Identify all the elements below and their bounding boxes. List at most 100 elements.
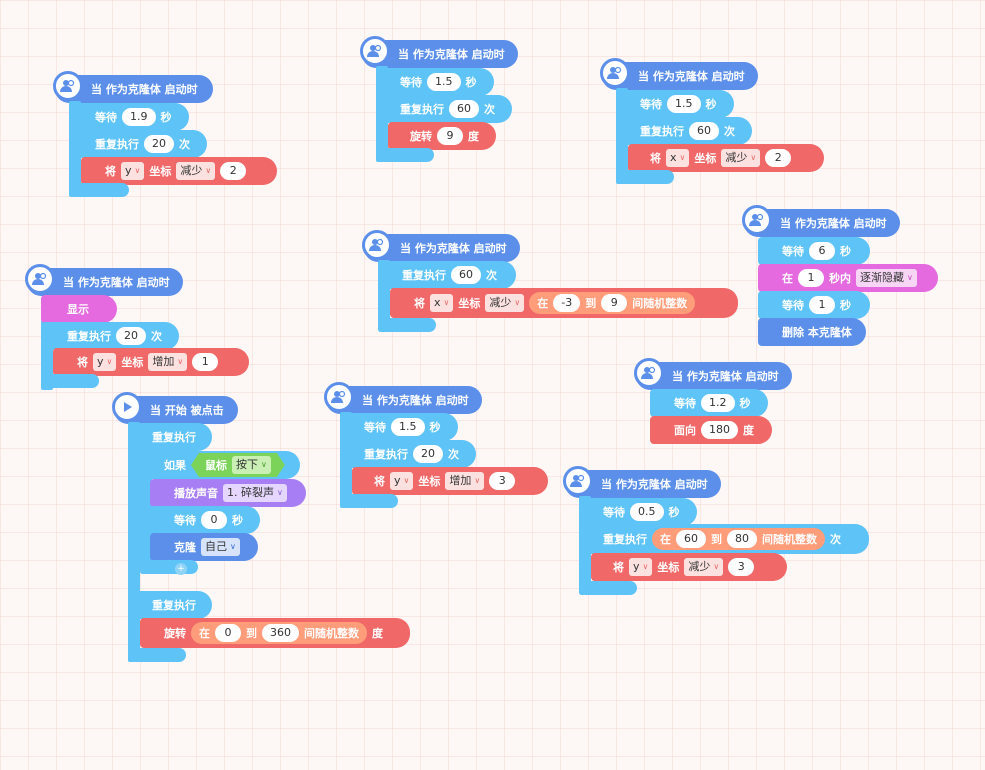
wait-block[interactable]: 等待 1.5 秒	[340, 413, 458, 441]
axis-dropdown[interactable]: y∨	[93, 353, 117, 371]
show-block[interactable]: 显示	[41, 295, 117, 323]
if-block[interactable]: 如果 鼠标 按下∨	[140, 451, 300, 479]
turn-block[interactable]: 旋转 9 度	[388, 122, 496, 150]
start-clicked-hat[interactable]: 当 开始 被点击	[112, 392, 238, 424]
change-coord-block[interactable]: 将 y∨ 坐标 增加∨ 1	[53, 348, 249, 376]
clone-start-hat[interactable]: 当 作为克隆体 启动时	[634, 358, 792, 390]
clone-start-hat[interactable]: 当 作为克隆体 启动时	[742, 205, 900, 237]
amount-input[interactable]: 2	[220, 162, 247, 180]
wait-input[interactable]: 0.5	[630, 503, 664, 521]
axis-dropdown[interactable]: y∨	[390, 472, 414, 490]
op-dropdown[interactable]: 增加∨	[445, 472, 485, 490]
repeat-block[interactable]: 重复执行 20 次	[69, 130, 207, 158]
repeat-input[interactable]: 60	[689, 122, 719, 140]
sound-dropdown[interactable]: 1. 碎裂声∨	[223, 484, 287, 502]
wait-input[interactable]: 1.9	[122, 108, 156, 126]
hat-label: 当 作为克隆体 启动时	[638, 70, 745, 83]
wait-block[interactable]: 等待 1 秒	[758, 291, 870, 319]
clone-block[interactable]: 克隆 自己∨	[150, 533, 258, 561]
op-dropdown[interactable]: 减少∨	[176, 162, 216, 180]
op-dropdown[interactable]: 减少∨	[684, 558, 724, 576]
wait-block[interactable]: 等待 0 秒	[150, 506, 260, 534]
wait-input[interactable]: 1	[809, 296, 835, 314]
random-int-reporter[interactable]: 在 0 到 360 间随机整数	[191, 622, 367, 644]
coord-label: 坐标	[121, 356, 144, 369]
repeat-block[interactable]: 重复执行 20 次	[41, 322, 179, 350]
clone-start-hat[interactable]: 当 作为克隆体 启动时	[563, 466, 721, 498]
repeat-input[interactable]: 20	[144, 135, 174, 153]
random-min-input[interactable]: 60	[676, 530, 706, 548]
amount-input[interactable]: 3	[489, 472, 516, 490]
change-coord-block[interactable]: 将 y∨ 坐标 减少∨ 2	[81, 157, 277, 185]
mouse-condition[interactable]: 鼠标 按下∨	[191, 453, 285, 477]
op-dropdown[interactable]: 减少∨	[721, 149, 761, 167]
clone-start-hat[interactable]: 当 作为克隆体 启动时	[600, 58, 758, 90]
random-int-reporter[interactable]: 在 60 到 80 间随机整数	[652, 528, 825, 550]
random-int-reporter[interactable]: 在 -3 到 9 间随机整数	[529, 292, 696, 314]
delete-clone-block[interactable]: 删除 本克隆体	[758, 318, 866, 346]
clone-start-hat[interactable]: 当 作为克隆体 启动时	[53, 71, 213, 103]
chevron-down-icon: ∨	[177, 357, 184, 366]
random-min-input[interactable]: -3	[553, 294, 581, 312]
axis-dropdown[interactable]: y∨	[121, 162, 145, 180]
wait-block[interactable]: 等待 1.5 秒	[616, 90, 734, 118]
op-dropdown[interactable]: 增加∨	[148, 353, 188, 371]
wait-input[interactable]: 1.2	[701, 394, 735, 412]
op-dropdown[interactable]: 减少∨	[485, 294, 525, 312]
repeat-input[interactable]: 60	[449, 100, 479, 118]
random-max-input[interactable]: 360	[262, 624, 299, 642]
wait-block[interactable]: 等待 6 秒	[758, 237, 870, 265]
wait-input[interactable]: 1.5	[391, 418, 425, 436]
point-direction-block[interactable]: 面向 180 度	[650, 416, 772, 444]
clone-start-hat[interactable]: 当 作为克隆体 启动时	[324, 382, 482, 414]
wait-block[interactable]: 等待 0.5 秒	[579, 498, 697, 526]
repeat-block[interactable]: 重复执行 20 次	[340, 440, 476, 468]
add-else-icon[interactable]: +	[175, 563, 187, 575]
forever-block[interactable]: 重复执行	[128, 591, 212, 619]
random-min-input[interactable]: 0	[215, 624, 241, 642]
change-coord-random-block[interactable]: 将 x∨ 坐标 减少∨ 在 -3 到 9 间随机整数	[390, 288, 738, 318]
change-coord-block[interactable]: 将 y∨ 坐标 减少∨ 3	[591, 553, 787, 581]
repeat-block[interactable]: 重复执行 60 次	[376, 95, 512, 123]
turn-random-block[interactable]: 旋转 在 0 到 360 间随机整数 度	[140, 618, 410, 648]
axis-dropdown[interactable]: y∨	[629, 558, 653, 576]
wait-block[interactable]: 等待 1.5 秒	[376, 68, 494, 96]
wait-label: 等待	[174, 514, 196, 527]
wait-block[interactable]: 等待 1.2 秒	[650, 389, 768, 417]
times-label: 次	[486, 269, 497, 282]
change-coord-block[interactable]: 将 x∨ 坐标 减少∨ 2	[628, 144, 824, 172]
clone-start-hat[interactable]: 当 作为克隆体 启动时	[360, 36, 518, 68]
fade-time-input[interactable]: 1	[798, 269, 824, 287]
forever-block[interactable]: 重复执行	[128, 423, 212, 451]
wait-input[interactable]: 0	[201, 511, 227, 529]
random-max-input[interactable]: 9	[601, 294, 628, 312]
clone-target-dropdown[interactable]: 自己∨	[201, 538, 240, 556]
clone-start-hat[interactable]: 当 作为克隆体 启动时	[25, 264, 183, 296]
repeat-input[interactable]: 20	[116, 327, 146, 345]
repeat-input[interactable]: 20	[413, 445, 443, 463]
change-coord-block[interactable]: 将 y∨ 坐标 增加∨ 3	[352, 467, 548, 495]
play-sound-block[interactable]: 播放声音 1. 碎裂声∨	[150, 479, 306, 507]
amount-input[interactable]: 2	[765, 149, 792, 167]
turn-input[interactable]: 9	[437, 127, 463, 145]
chevron-down-icon: ∨	[642, 562, 649, 571]
wait-input[interactable]: 1.5	[667, 95, 701, 113]
amount-input[interactable]: 3	[728, 558, 755, 576]
clone-start-hat[interactable]: 当 作为克隆体 启动时	[362, 230, 520, 262]
repeat-input[interactable]: 60	[451, 266, 481, 284]
repeat-block[interactable]: 重复执行 60 次	[616, 117, 752, 145]
repeat-block[interactable]: 重复执行 60 次	[378, 261, 516, 289]
wait-block[interactable]: 等待 1.9 秒	[69, 103, 189, 131]
amount-input[interactable]: 1	[192, 353, 219, 371]
fade-dropdown[interactable]: 逐渐隐藏∨	[856, 269, 917, 287]
axis-dropdown[interactable]: x∨	[666, 149, 690, 167]
fade-block[interactable]: 在 1 秒内 逐渐隐藏∨	[758, 264, 938, 292]
direction-input[interactable]: 180	[701, 421, 738, 439]
random-max-input[interactable]: 80	[727, 530, 757, 548]
person-icon	[742, 205, 772, 235]
mouse-state-dropdown[interactable]: 按下∨	[232, 456, 271, 474]
repeat-random-block[interactable]: 重复执行 在 60 到 80 间随机整数 次	[579, 524, 869, 554]
axis-dropdown[interactable]: x∨	[430, 294, 454, 312]
wait-input[interactable]: 6	[809, 242, 835, 260]
wait-input[interactable]: 1.5	[427, 73, 461, 91]
